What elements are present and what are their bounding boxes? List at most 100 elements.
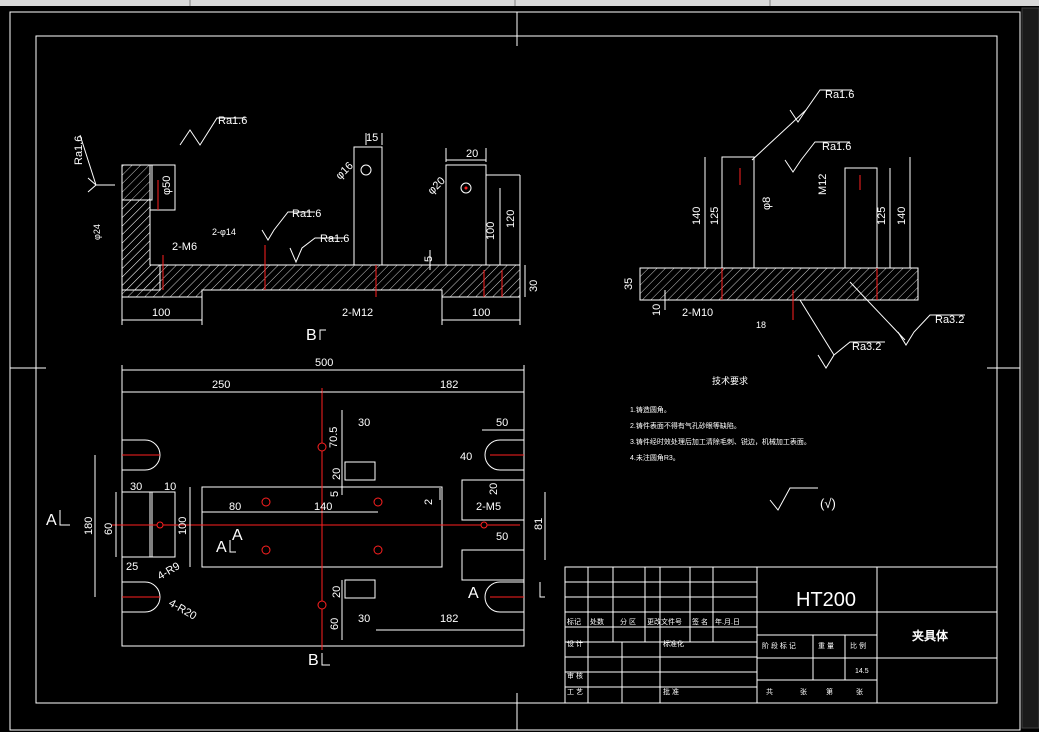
top-dim-30-a: 30	[358, 417, 370, 429]
title-row1-2: 处数	[590, 617, 604, 626]
side-roughness-1: Ra1.6	[825, 89, 854, 101]
title-part-name: 夹具体	[912, 628, 949, 643]
side-dim-35: 35	[623, 278, 635, 290]
section-label-a-left: A	[46, 512, 57, 529]
top-dim-500: 500	[315, 357, 333, 369]
top-dim-70-5: 70.5	[328, 427, 340, 448]
side-dim-140-left: 140	[691, 207, 703, 225]
section-label-b-top: B	[308, 652, 319, 669]
top-dim-4r9: 4-R9	[156, 560, 183, 582]
title-bottom-3: 第	[826, 687, 833, 696]
side-roughness-3: Ra3.2	[935, 314, 964, 326]
right-scrollbar[interactable]	[1021, 7, 1039, 729]
outer-frame	[9, 11, 1021, 731]
side-dim-18: 18	[756, 320, 766, 330]
top-dim-4r20: 4-R20	[167, 597, 199, 622]
top-dim-20-b: 20	[488, 483, 500, 495]
tech-req-title: 技术要求	[712, 375, 748, 386]
top-dim-50-b: 50	[496, 531, 508, 543]
side-dim-10: 10	[651, 304, 663, 316]
front-dim-120: 120	[505, 210, 517, 228]
front-dim-5: 5	[423, 256, 435, 262]
top-dim-100: 100	[177, 517, 189, 535]
top-dim-30-c: 30	[358, 613, 370, 625]
top-dim-2m5: 2-M5	[476, 501, 501, 513]
side-dim-125-right: 125	[876, 207, 888, 225]
front-dim-100-right: 100	[472, 307, 490, 319]
title-row1-3: 分 区	[620, 617, 636, 626]
center-marks	[10, 12, 1020, 730]
title-row1-4: 更改文件号	[647, 617, 682, 626]
top-dim-20-c: 20	[331, 586, 343, 598]
front-dim-phi24: φ24	[92, 224, 102, 240]
tech-req-item-1: 1.铸造圆角。	[630, 405, 671, 414]
top-dim-182-bottom: 182	[440, 613, 458, 625]
title-row1-5: 签 名	[692, 617, 708, 626]
top-view: 500 250 182 70.5 30 50 20 40 20 5 30 10 …	[46, 357, 546, 669]
top-dim-10: 10	[164, 481, 176, 493]
title-scale: 14.5	[855, 668, 869, 675]
side-view: Ra1.6 Ra1.6 Ra3.2 Ra3.2 140 125 φ8 M12 1…	[623, 89, 965, 369]
title-bottom-4: 张	[856, 687, 863, 696]
top-dim-81: 81	[533, 518, 545, 530]
side-dim-140-right: 140	[896, 207, 908, 225]
front-dim-100-v: 100	[485, 222, 497, 240]
side-roughness-2: Ra1.6	[822, 141, 851, 153]
title-row4-left: 工 艺	[567, 688, 583, 696]
title-block: HT200 夹具体 14.5 标记 处数 分 区 更改文件号 签 名 年.月.日…	[564, 566, 998, 704]
top-dim-25: 25	[126, 561, 138, 573]
front-roughness-2: Ra1.6	[292, 208, 321, 220]
title-row2-right: 标准化	[663, 639, 684, 648]
title-stage-2: 重 量	[818, 642, 834, 650]
section-label-a-right: A	[468, 585, 479, 602]
top-dim-80: 80	[229, 501, 241, 513]
top-dim-60-a: 60	[103, 523, 115, 535]
front-dim-2m6: 2-M6	[172, 241, 197, 253]
top-dim-60-b: 60	[329, 618, 341, 630]
title-bottom-1: 共	[766, 687, 773, 696]
tech-req-item-2: 2.铸件表面不得有气孔砂眼等缺陷。	[630, 421, 741, 430]
tech-req-item-3: 3.铸件经时效处理后加工清除毛刺、锐边，机械加工表面。	[630, 437, 811, 446]
side-dim-2m10: 2-M10	[682, 307, 713, 319]
top-toolbar-strip	[0, 0, 1039, 6]
title-bottom-2: 张	[800, 687, 807, 696]
title-material: HT200	[796, 589, 856, 611]
side-dim-125-left: 125	[709, 207, 721, 225]
top-dim-250: 250	[212, 379, 230, 391]
top-dim-180: 180	[83, 517, 95, 535]
top-dim-30-b: 30	[130, 481, 142, 493]
front-roughness-3: Ra1.6	[320, 233, 349, 245]
tech-req-item-4: 4.未注圆角R3。	[630, 453, 680, 462]
side-dim-phi8: φ8	[761, 197, 773, 210]
front-roughness-1: Ra1.6	[218, 115, 247, 127]
section-label-b-front: B	[306, 327, 317, 344]
front-dim-2phi14: 2-φ14	[212, 227, 236, 237]
front-dim-100-left: 100	[152, 307, 170, 319]
top-dim-5: 5	[329, 491, 341, 497]
section-label-a-center-2: A	[232, 527, 243, 544]
title-stage-3: 比 例	[850, 641, 866, 650]
section-label-a-center-1: A	[216, 539, 227, 556]
front-roughness-4: Ra1.6	[73, 136, 85, 165]
top-dim-50-a: 50	[496, 417, 508, 429]
front-dim-phi50: φ50	[161, 176, 173, 195]
front-dim-15: 15	[366, 132, 378, 144]
top-dim-182-top: 182	[440, 379, 458, 391]
title-row1-1: 标记	[567, 617, 581, 626]
front-dim-phi16: φ16	[334, 160, 356, 182]
top-dim-140: 140	[314, 501, 332, 513]
top-dim-20-a: 20	[331, 468, 343, 480]
tech-req-roughness-note: (√)	[820, 496, 836, 511]
side-dim-m12: M12	[817, 174, 829, 195]
front-dim-30: 30	[528, 280, 540, 292]
front-dim-phi20: φ20	[426, 175, 448, 197]
title-row1-6: 年.月.日	[715, 617, 740, 626]
title-row3-left: 审 核	[567, 671, 583, 680]
title-stage-1: 阶 段 标 记	[762, 641, 796, 650]
front-view: B Ra1.6 Ra1.6 Ra1.6 Ra1.6 15 20 φ50 φ16 …	[73, 115, 540, 344]
front-dim-2m12: 2-M12	[342, 307, 373, 319]
tech-requirements: 技术要求 1.铸造圆角。 2.铸件表面不得有气孔砂眼等缺陷。 3.铸件经时效处理…	[630, 375, 836, 511]
side-roughness-4: Ra3.2	[852, 341, 881, 353]
title-row4-right: 批 准	[663, 687, 679, 696]
